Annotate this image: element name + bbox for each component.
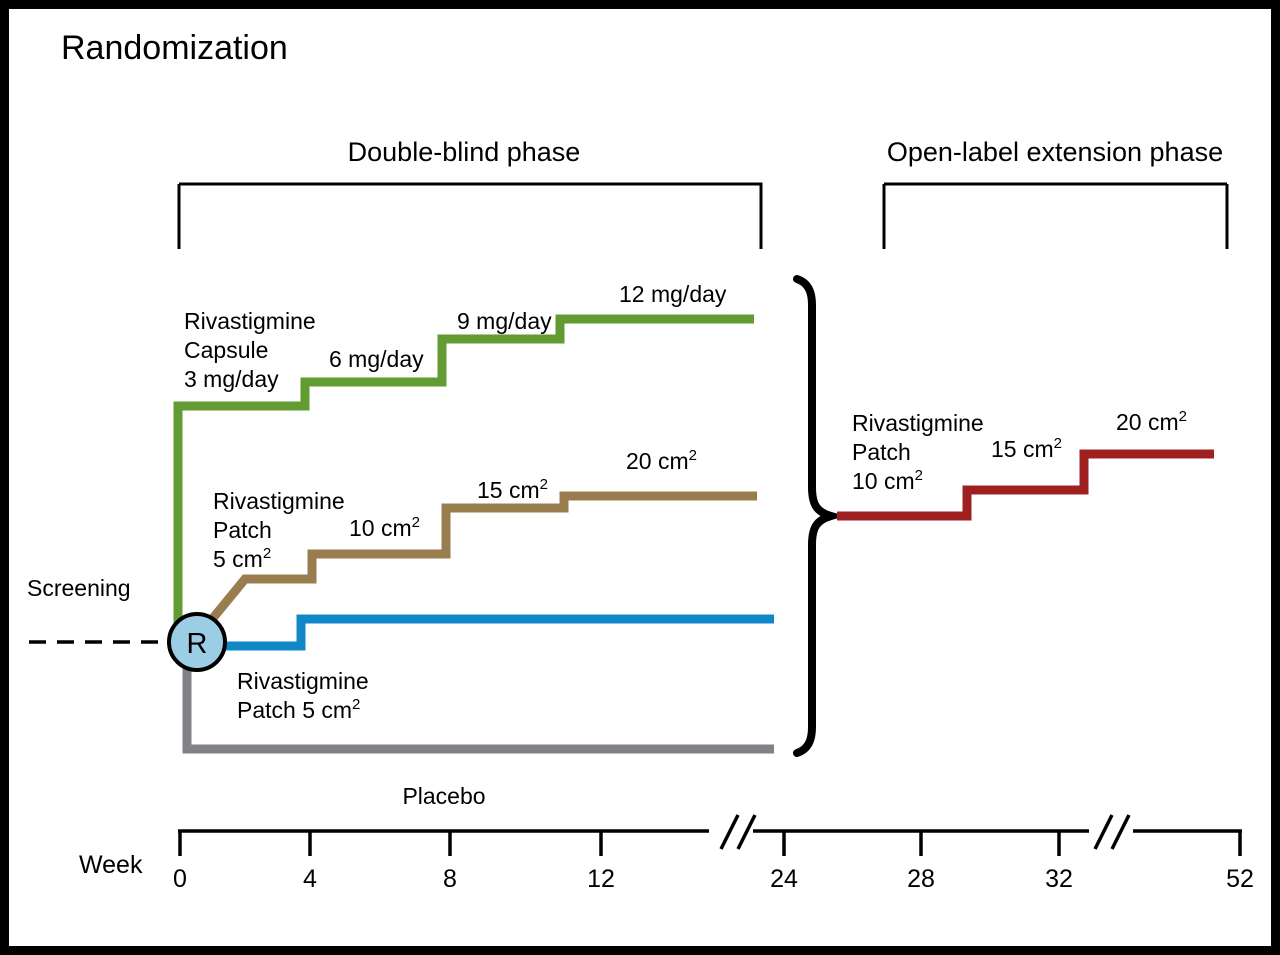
arm-label-blue-line1: Rivastigmine: [237, 668, 369, 694]
axis-break-slash-2b: [1110, 814, 1131, 850]
page-title: Randomization: [61, 29, 288, 67]
dose-label-openlabel-15cm2: 15 cm2: [991, 435, 1062, 462]
arm-label-patch-line1: Rivastigmine: [213, 488, 345, 514]
week-tick-label-52: 52: [1226, 865, 1254, 893]
dose-label-patch-10cm2: 10 cm2: [349, 514, 420, 541]
axis-break-slash-1b: [736, 814, 757, 850]
phase-transition-brace: [793, 275, 846, 757]
week-axis-ticks: [178, 831, 1242, 856]
arm-label-openlabel-line3: 10 cm2: [852, 467, 923, 494]
axis-break-mask-2: [1089, 821, 1133, 843]
phase-label-double-blind: Double-blind phase: [348, 137, 581, 167]
bracket-open-label-sides: [882, 184, 1229, 249]
arm-line-open-label-patch: [837, 449, 1214, 521]
arm-label-openlabel-line2: Patch: [852, 439, 911, 465]
week-tick-label-28: 28: [907, 865, 935, 893]
dose-label-capsule-12mg: 12 mg/day: [619, 281, 727, 307]
randomization-node[interactable]: [167, 612, 227, 672]
week-tick-label-12: 12: [587, 865, 615, 893]
arm-label-patch-line3: 5 cm2: [213, 545, 271, 572]
arm-label-blue-line2: Patch 5 cm2: [237, 696, 360, 723]
axis-break-slash-1a: [719, 814, 740, 850]
bracket-double-blind: [179, 182, 763, 249]
arm-line-rivastigmine-capsule: [173, 314, 754, 636]
week-tick-label-32: 32: [1045, 865, 1073, 893]
arm-label-placebo: Placebo: [402, 783, 485, 809]
axis-break-slash-2a: [1093, 814, 1114, 850]
phase-label-open-label: Open-label extension phase: [887, 137, 1223, 167]
arm-label-capsule-line2: Capsule: [184, 337, 268, 363]
arm-label-capsule-line1: Rivastigmine: [184, 308, 316, 334]
week-tick-label-8: 8: [443, 865, 457, 893]
week-tick-label-4: 4: [303, 865, 317, 893]
arm-line-patch-5cm2: [195, 614, 774, 651]
week-tick-label-0: 0: [173, 865, 187, 893]
dose-label-patch-20cm2: 20 cm2: [626, 447, 697, 474]
arm-line-rivastigmine-patch: [191, 491, 757, 643]
screening-label: Screening: [27, 575, 131, 601]
dose-label-capsule-9mg: 9 mg/day: [457, 308, 552, 334]
axis-title-week: Week: [79, 851, 143, 879]
arm-label-openlabel-line1: Rivastigmine: [852, 410, 984, 436]
diagram-canvas: Randomization Double-blind phase Open-la…: [27, 29, 1254, 893]
arm-label-capsule-line3: 3 mg/day: [184, 366, 279, 392]
randomization-node-label: R: [187, 628, 208, 660]
dose-label-patch-15cm2: 15 cm2: [477, 476, 548, 503]
arm-line-placebo: [182, 649, 774, 754]
dose-label-openlabel-20cm2: 20 cm2: [1116, 408, 1187, 435]
week-tick-label-24: 24: [770, 865, 798, 893]
arm-label-patch-line2: Patch: [213, 517, 272, 543]
dose-label-capsule-6mg: 6 mg/day: [329, 346, 424, 372]
